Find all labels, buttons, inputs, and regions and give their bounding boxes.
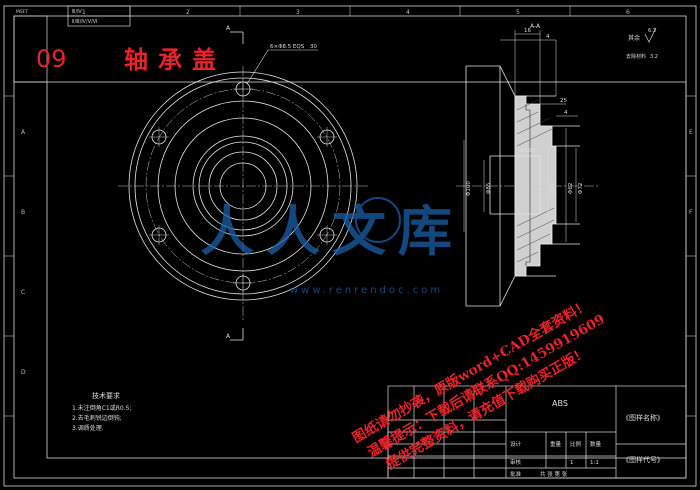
zone-letter: A xyxy=(21,129,26,136)
part-number: 09 xyxy=(36,45,67,73)
section-view xyxy=(456,65,600,307)
part-name: 轴承盖 xyxy=(124,45,226,74)
hole-callout-leader xyxy=(246,49,318,85)
bolt-hole-centermarks xyxy=(149,79,337,293)
title-block xyxy=(387,385,687,479)
header-box xyxy=(13,5,131,83)
zone-number: 3 xyxy=(296,9,300,16)
zone-letter: F xyxy=(689,209,693,216)
dim-25: 25 xyxy=(560,98,567,104)
section-cut-markers xyxy=(230,31,244,341)
dim-72: Φ72 xyxy=(578,183,584,194)
zone-letter: D xyxy=(21,369,26,376)
zone-number: 4 xyxy=(406,9,410,16)
roughness-label: 其余 xyxy=(628,34,640,42)
sheet-label: 共 张 第 张 xyxy=(540,470,568,478)
dim-95: Φ95 xyxy=(550,182,556,194)
dim-120: Φ120 xyxy=(520,148,535,154)
dim-85: Φ85 xyxy=(486,182,492,194)
dim-16: 16 xyxy=(524,28,531,34)
hole-callout-depth: 30 xyxy=(310,44,317,50)
zone-number: 1 xyxy=(82,9,86,16)
tech-note-item: 2.去毛刺锐边倒钝; xyxy=(72,414,122,422)
dim-4: 4 xyxy=(546,34,550,40)
tech-note-item: 1.未注倒角C1或R0.5; xyxy=(72,404,131,412)
red-warning-line: 温馨提示：下载后请联系QQ:1459919609 xyxy=(364,310,607,460)
section-marker-bottom: A xyxy=(226,333,231,340)
weight-label: 重量 xyxy=(550,440,562,448)
header-box-line1: Ⅲ/Ⅳ xyxy=(72,9,82,15)
dim-62: Φ62 xyxy=(568,183,574,194)
section-label: A-A xyxy=(530,23,541,30)
red-warning-watermark: 图纸请勿抄袭，原版word+CAD全套资料！ 温馨提示：下载后请联系QQ:145… xyxy=(349,296,607,473)
corner-code: MSFT xyxy=(16,9,28,15)
watermark-logo: 人人文库 www.renrendoc.com xyxy=(200,197,464,296)
section-dimension-text: 16 4 25 4 Φ120 xyxy=(520,28,568,154)
roughness-note-value: 3.2 xyxy=(650,54,658,60)
drawing-code: 《图样代号》 xyxy=(622,455,664,464)
scale-label: 比例 xyxy=(570,440,582,448)
section-dimension-vertical: Φ100 Φ85 Φ95 Φ62 Φ72 xyxy=(466,181,584,196)
zone-numbers: 1 2 3 4 5 6 A B C D E F xyxy=(21,9,693,376)
zone-number: 6 xyxy=(626,9,630,16)
zone-number: 2 xyxy=(186,9,190,16)
tech-note-item: 3.调质处理. xyxy=(72,424,104,432)
tech-notes-heading: 技术要求 xyxy=(92,391,120,400)
roughness-symbol-icon xyxy=(644,27,657,43)
approve-label: 批准 xyxy=(510,470,522,478)
roughness-note: 去除材料 xyxy=(626,53,646,60)
designer-label: 设计 xyxy=(510,440,522,448)
section-marker-top: A xyxy=(226,25,231,32)
hole-callout: 6×Φ8.5 EQS xyxy=(270,44,305,50)
checker-label: 审核 xyxy=(510,458,522,466)
zone-number: 5 xyxy=(516,9,520,16)
watermark-logo-text: 人人文库 xyxy=(200,199,464,263)
dim-4b: 4 xyxy=(564,110,568,116)
watermark-url: www.renrendoc.com xyxy=(290,285,443,296)
zone-letter: B xyxy=(21,209,25,216)
dim-100: Φ100 xyxy=(466,181,472,196)
roughness-value: 6.3 xyxy=(648,28,656,34)
section-dimensions xyxy=(463,30,578,242)
material: ABS xyxy=(552,399,568,408)
scale-value: 1:1 xyxy=(590,460,599,466)
zone-letter: E xyxy=(689,129,693,136)
header-box-line2: Ⅱ/Ⅲ/Ⅳ/Ⅴ/Ⅵ xyxy=(72,19,98,25)
zone-letter: C xyxy=(21,289,25,296)
qty-label: 数量 xyxy=(590,440,602,448)
qty-value: 1 xyxy=(570,460,574,466)
drawing-name: 《图样名称》 xyxy=(622,413,664,422)
